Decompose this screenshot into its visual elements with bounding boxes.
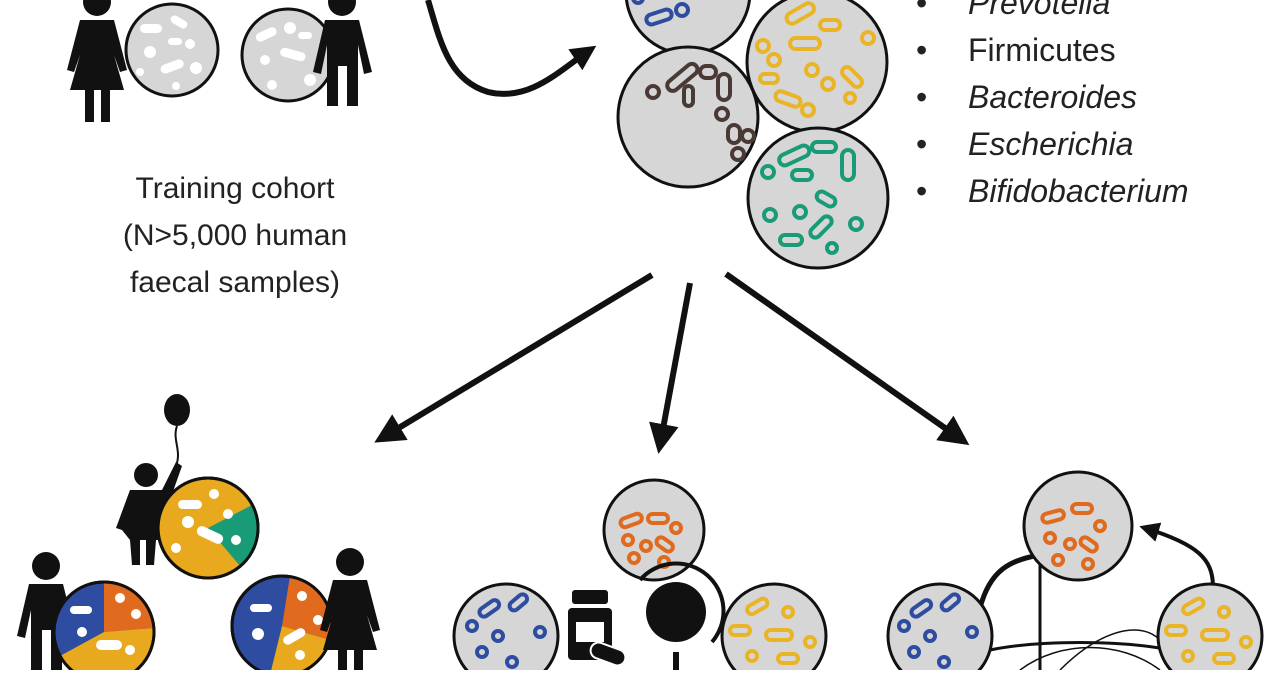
taxa-item-firmicutes: Firmicutes	[916, 27, 1189, 74]
man-icon	[313, 0, 372, 106]
taxa-label: Firmicutes	[968, 32, 1116, 68]
arrow-to-drugs	[649, 282, 693, 454]
taxa-item-escherichia: Escherichia	[916, 121, 1189, 168]
taxa-label: Escherichia	[968, 126, 1134, 162]
firmicutes-circle-network	[1156, 582, 1264, 675]
bifidobacterium-circle-network	[1022, 470, 1134, 582]
sample-circle-woman	[124, 2, 220, 98]
training-cohort-label: Training cohort (N>5,000 human faecal sa…	[90, 165, 380, 306]
cohort-line-1: Training cohort	[135, 172, 335, 205]
cohort-line-2: (N>5,000 human	[122, 219, 348, 252]
balloon-icon	[164, 394, 190, 467]
taxa-label: Bacteroides	[968, 79, 1137, 115]
globe-icon	[638, 561, 726, 670]
network-edges	[977, 552, 1171, 671]
adult-sample-circle-right	[230, 574, 334, 675]
pill-bottle-icon	[568, 590, 627, 667]
prevotella-circle-network	[886, 582, 994, 675]
bifidobacterium-circle-center	[602, 478, 706, 582]
taxa-label: Prevotella	[968, 0, 1111, 21]
taxa-item-prevotella: Prevotella	[916, 0, 1189, 27]
arrow-to-age	[374, 272, 654, 443]
escherichia-circle	[746, 126, 890, 270]
firmicutes-circle-center	[720, 582, 828, 675]
cohort-line-3: faecal samples)	[129, 266, 341, 299]
bacteroides-circle	[616, 45, 760, 189]
network-arrow	[1139, 522, 1215, 586]
adult-sample-circle-left	[52, 580, 156, 675]
taxa-item-bacteroides: Bacteroides	[916, 74, 1189, 121]
taxa-item-bifidobacterium: Bifidobacterium	[916, 168, 1189, 215]
taxa-list: Prevotella Firmicutes Bacteroides Escher…	[916, 0, 1189, 215]
taxa-label: Bifidobacterium	[968, 173, 1189, 209]
woman-icon-bottom	[320, 548, 380, 670]
child-sample-circle	[156, 476, 260, 580]
arrow-to-network	[724, 271, 970, 446]
woman-icon	[67, 0, 127, 122]
firmicutes-circle	[745, 0, 889, 134]
curved-arrow	[425, 0, 597, 97]
prevotella-circle-center	[452, 582, 560, 675]
